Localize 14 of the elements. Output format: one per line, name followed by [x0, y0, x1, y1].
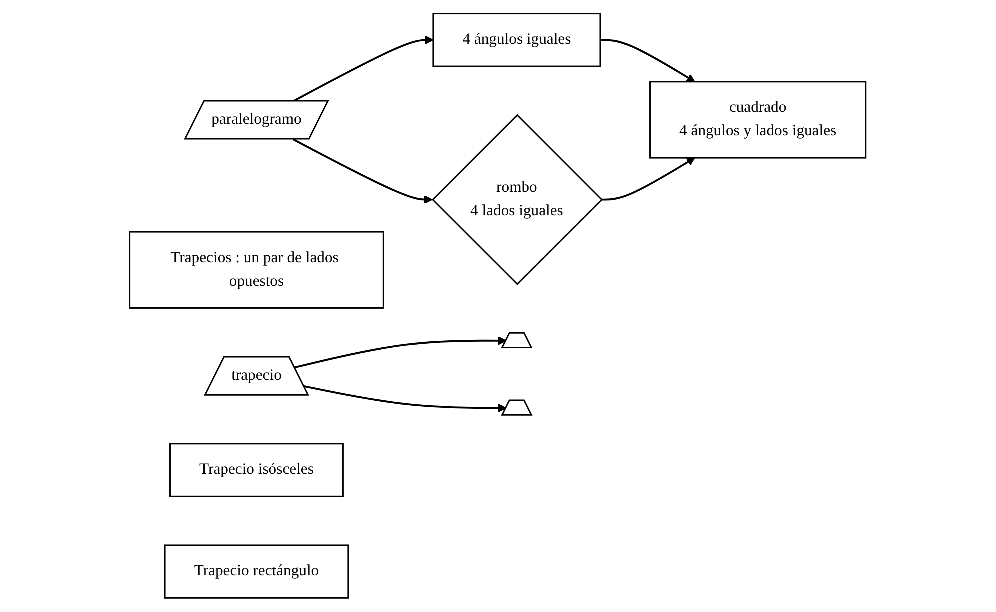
arrow	[292, 138, 433, 204]
node-diamond: rombo 4 lados iguales	[432, 114, 604, 286]
arrow	[292, 36, 434, 102]
node-box: 4 ángulos iguales	[432, 13, 602, 68]
arrow	[294, 336, 507, 369]
node-trapezoid	[501, 332, 533, 349]
arrow	[304, 385, 507, 413]
node-box: Trapecios : un par de lados opuestos	[129, 231, 385, 309]
node-box: Trapecio rectángulo	[164, 544, 350, 599]
arrow	[602, 158, 696, 201]
node-box: cuadrado 4 ángulos y lados iguales	[650, 81, 867, 159]
node-trapezoid	[501, 400, 533, 416]
arrow	[600, 39, 696, 82]
node-box: Trapecio isósceles	[170, 443, 344, 498]
